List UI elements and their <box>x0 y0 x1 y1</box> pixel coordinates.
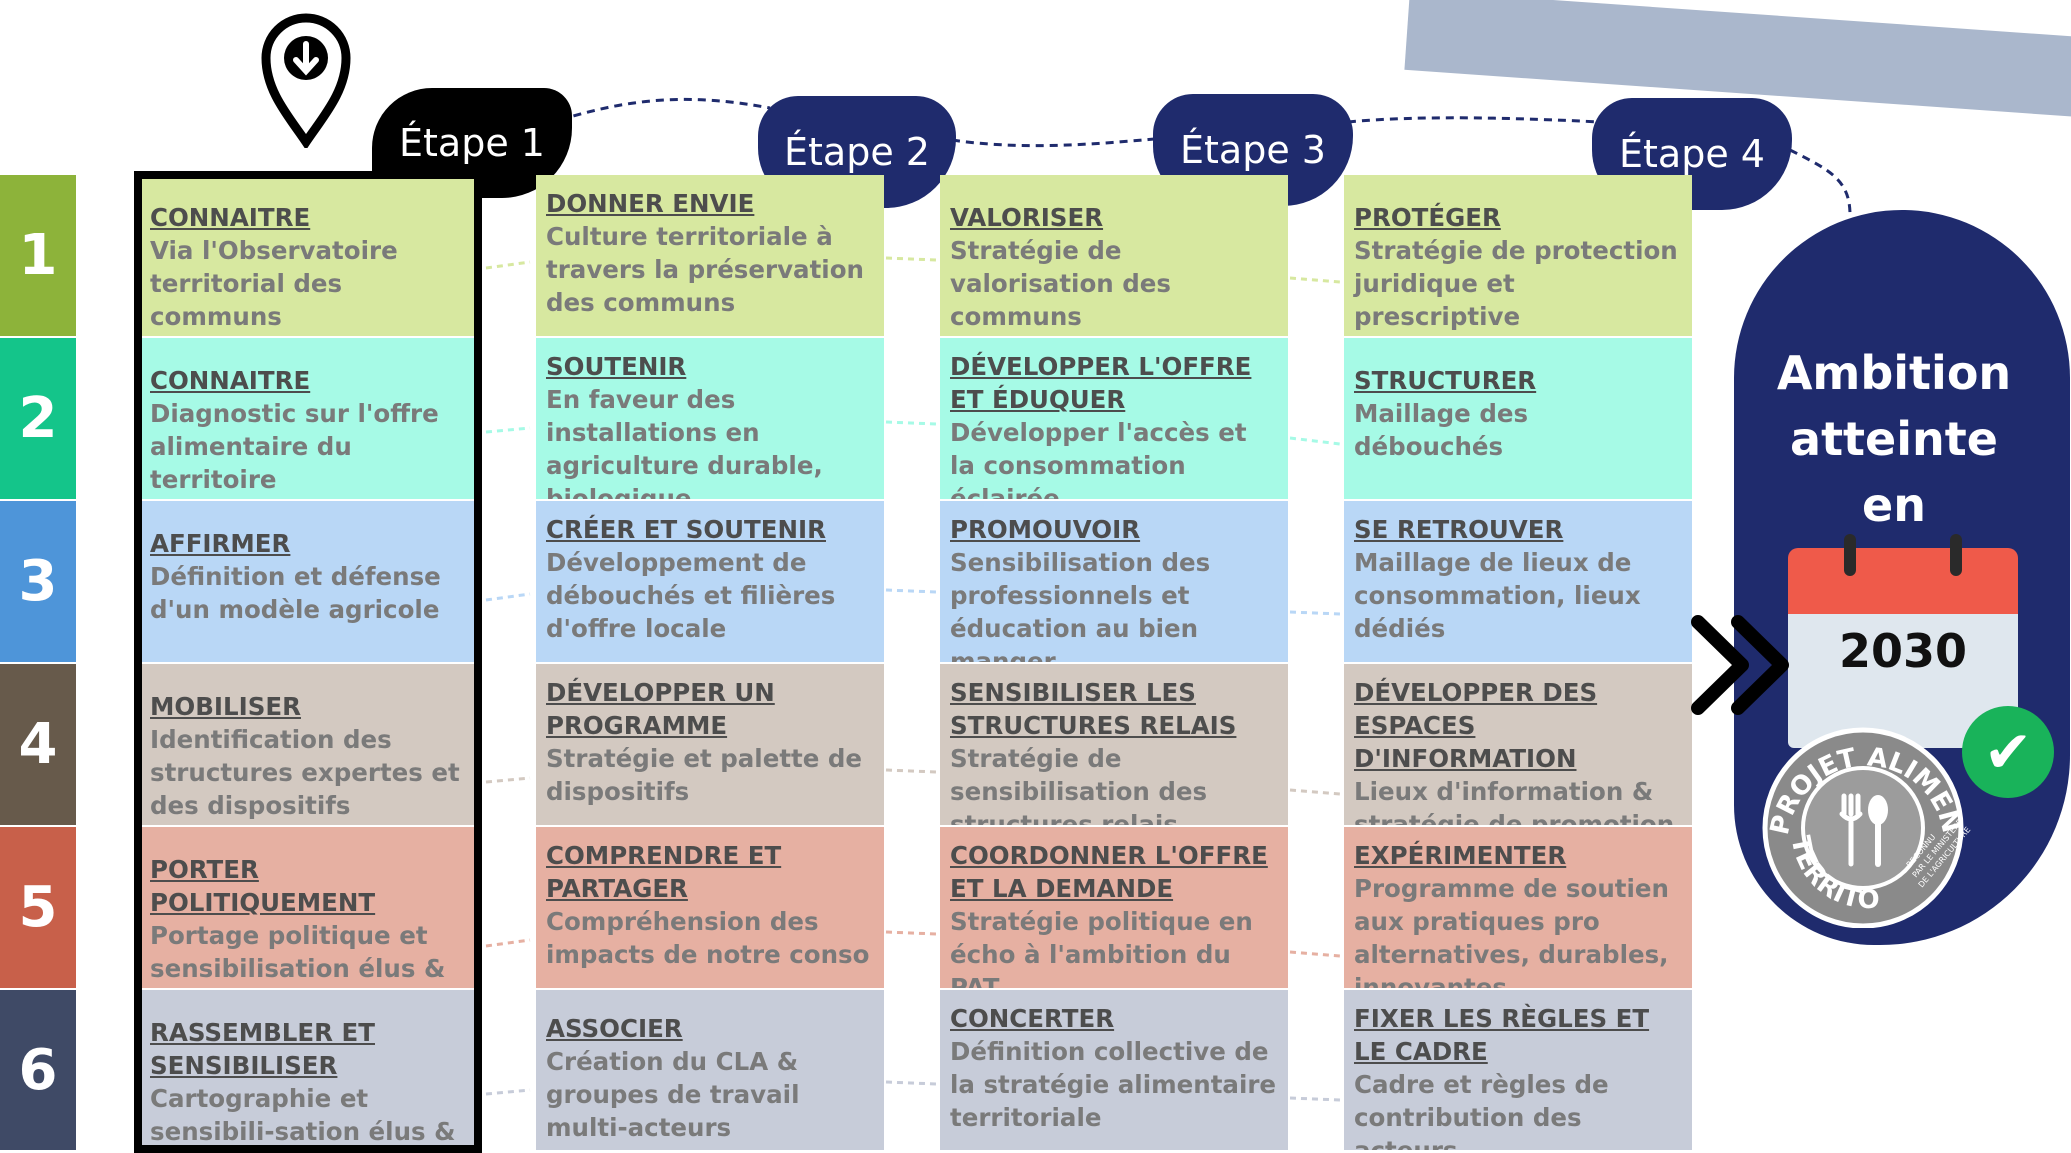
cell-desc: Lieux d'information & stratégie de promo… <box>1354 777 1675 825</box>
calendar-ring <box>1844 534 1856 576</box>
row-number-6: 6 <box>0 990 76 1150</box>
row-number-3: 3 <box>0 501 76 662</box>
cell-title: COORDONNER L'OFFRE ET LA DEMANDE <box>950 841 1268 903</box>
cell-title: DÉVELOPPER L'OFFRE ET ÉDUQUER <box>950 352 1252 414</box>
stage-tab-label: Étape 1 <box>399 121 545 165</box>
cell-title: SENSIBILISER LES STRUCTURES RELAIS <box>950 678 1237 740</box>
cell-desc: Développer l'accès et la consommation éc… <box>950 418 1247 499</box>
cell-desc: Compréhension des impacts de notre conso <box>546 907 870 969</box>
cell-desc: Stratégie et palette de dispositifs <box>546 744 863 806</box>
cell-desc: Stratégie politique en écho à l'ambition… <box>950 907 1253 988</box>
cell-title: SE RETROUVER <box>1354 515 1564 544</box>
cell-title: CONNAITRE <box>150 366 311 395</box>
calendar-header <box>1788 548 2018 614</box>
cell-desc: Identification des structures expertes e… <box>150 725 460 820</box>
cell-title: SOUTENIR <box>546 352 687 381</box>
cell-title: CONNAITRE <box>150 203 311 232</box>
cell-title: PORTER POLITIQUEMENT <box>150 855 376 917</box>
cell-title: PROTÉGER <box>1354 203 1501 232</box>
cell-title: RASSEMBLER ET SENSIBILISER <box>150 1018 375 1080</box>
stage-tab-label: Étape 2 <box>784 130 930 174</box>
check-circle-icon: ✔ <box>1962 706 2054 798</box>
cell-title: MOBILISER <box>150 692 301 721</box>
cell-title: EXPÉRIMENTER <box>1354 841 1567 870</box>
cell-desc: Définition et défense d'un modèle agrico… <box>150 562 441 624</box>
cell-title: STRUCTURER <box>1354 366 1537 395</box>
cell-title: DONNER ENVIE <box>546 189 755 218</box>
cell-c1-r1: CONNAITRE Via l'Observatoire territorial … <box>140 175 476 336</box>
cell-title: AFFIRMER <box>150 529 291 558</box>
cell-desc: Maillage des débouchés <box>1354 399 1529 461</box>
cell-desc: Cadre et règles de contribution des acte… <box>1354 1070 1609 1150</box>
cell-title: VALORISER <box>950 203 1104 232</box>
row-number-2: 2 <box>0 338 76 499</box>
cell-desc: Définition collective de la stratégie al… <box>950 1037 1277 1132</box>
cell-c2-r3: CRÉER ET SOUTENIR Développement de débouc… <box>536 501 884 662</box>
projet-alimentaire-seal: PROJET ALIMENTAIRE TERRITORIAL RECONNU P… <box>1752 718 1972 928</box>
cell-c4-r2: STRUCTURER Maillage des débouchés <box>1344 338 1692 499</box>
cell-desc: Stratégie de valorisation des communs <box>950 236 1171 331</box>
stage-tab-label: Étape 4 <box>1619 132 1765 176</box>
calendar-year: 2030 <box>1838 624 1968 678</box>
cell-desc: Stratégie de protection juridique et pre… <box>1354 236 1678 331</box>
stage-1-frame <box>134 171 482 1153</box>
cell-c4-r1: PROTÉGER Stratégie de protection juridiqu… <box>1344 175 1692 336</box>
cell-desc: Cartographie et sensibili-sation élus & … <box>150 1084 456 1146</box>
cell-desc: Sensibilisation des professionnels et éd… <box>950 548 1211 662</box>
cell-c3-r6: CONCERTER Définition collective de la str… <box>940 990 1288 1150</box>
cell-title: CONCERTER <box>950 1004 1115 1033</box>
cell-desc: Programme de soutien aux pratiques pro a… <box>1354 874 1669 988</box>
cell-desc: En faveur des installations en agricultu… <box>546 385 823 499</box>
row-number-1: 1 <box>0 175 76 336</box>
cell-desc: Culture territoriale à travers la préser… <box>546 222 864 317</box>
location-pin-icon <box>261 13 351 148</box>
cell-desc: Création du CLA & groupes de travail mul… <box>546 1047 800 1142</box>
cell-title: CRÉER ET SOUTENIR <box>546 515 826 544</box>
cell-desc: Diagnostic sur l'offre alimentaire du te… <box>150 399 439 494</box>
chevron-double-right-icon <box>1691 615 1789 715</box>
cell-c1-r2: CONNAITRE Diagnostic sur l'offre alimenta… <box>140 338 476 499</box>
cell-title: PROMOUVOIR <box>950 515 1141 544</box>
cell-title: DÉVELOPPER UN PROGRAMME <box>546 678 775 740</box>
row-number-5: 5 <box>0 827 76 988</box>
cell-c1-r3: AFFIRMER Définition et défense d'un modèl… <box>140 501 476 662</box>
cell-title: FIXER LES RÈGLES ET LE CADRE <box>1354 1004 1650 1066</box>
cell-c4-r3: SE RETROUVER Maillage de lieux de consomm… <box>1344 501 1692 662</box>
ambition-line-1: Ambition <box>1776 346 2012 400</box>
cell-c4-r5: EXPÉRIMENTER Programme de soutien aux pra… <box>1344 827 1692 988</box>
cell-c2-r1: DONNER ENVIE Culture territoriale à trave… <box>536 175 884 336</box>
cell-c1-r4: MOBILISER Identification des structures e… <box>140 664 476 825</box>
cell-title: DÉVELOPPER DES ESPACES D'INFORMATION <box>1354 678 1598 773</box>
cell-desc: Portage politique et sensibilisation élu… <box>150 921 446 988</box>
cell-desc: Via l'Observatoire territorial des commu… <box>150 236 398 331</box>
calendar-ring <box>1950 534 1962 576</box>
ambition-line-2: atteinte <box>1790 412 1998 466</box>
cell-desc: Développement de débouchés et filières d… <box>546 548 836 643</box>
ambition-line-3: en <box>1862 478 1926 532</box>
cell-c3-r1: VALORISER Stratégie de valorisation des c… <box>940 175 1288 336</box>
cell-title: COMPRENDRE ET PARTAGER <box>546 841 782 903</box>
cell-title: ASSOCIER <box>546 1014 683 1043</box>
cell-c2-r2: SOUTENIR En faveur des installations en a… <box>536 338 884 499</box>
cell-c2-r6: ASSOCIER Création du CLA & groupes de tra… <box>536 990 884 1150</box>
stage-tab-label: Étape 3 <box>1180 128 1326 172</box>
row-number-4: 4 <box>0 664 76 825</box>
cell-desc: Maillage de lieux de consommation, lieux… <box>1354 548 1641 643</box>
cell-desc: Stratégie de sensibilisation des structu… <box>950 744 1208 825</box>
ambition-text: Ambition atteinte en <box>1744 340 2044 538</box>
cell-c3-r3: PROMOUVOIR Sensibilisation des profession… <box>940 501 1288 662</box>
